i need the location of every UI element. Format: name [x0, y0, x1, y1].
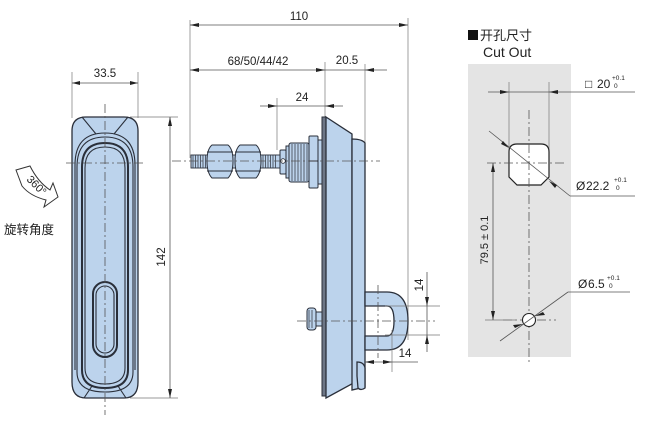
arrowhead	[399, 23, 408, 27]
stud-length-label: 68/50/44/42	[228, 56, 289, 68]
handle-bevel-line	[113, 116, 129, 135]
overall-length-label: 110	[290, 11, 308, 23]
mounting-nut	[308, 135, 323, 189]
arrowhead	[501, 141, 509, 148]
arrowhead	[425, 335, 429, 344]
arrowhead	[190, 68, 199, 72]
arrowhead	[491, 311, 495, 320]
arrowhead	[383, 360, 392, 364]
cutout-section: 开孔尺寸 Cut Out □ 20 +0.1 0 Ø 22.2 +0.1 0	[468, 29, 635, 362]
center-distance-label: 79.5 ± 0.1	[479, 216, 491, 265]
small-hole-leader	[499, 291, 569, 342]
side-view: 110 68/50/44/42 20.5 24	[172, 11, 440, 400]
main-hole-value: 22.2	[586, 179, 610, 193]
handle-bevel-line	[81, 116, 97, 135]
body-depth-label: 20.5	[336, 55, 358, 67]
filled-square-bullet-icon	[468, 30, 478, 40]
main-hole-tol-upper: +0.1	[614, 177, 627, 184]
small-hole-tol-upper: +0.1	[607, 275, 620, 282]
handle-groove	[81, 141, 129, 390]
small-hole-tol-lower: 0	[609, 283, 613, 290]
hook-offset-label: 14	[399, 348, 412, 360]
arrowhead	[513, 324, 523, 328]
square-tol-lower: 0	[614, 83, 618, 90]
front-view: 33.5 142	[66, 68, 178, 415]
arrowhead	[500, 90, 509, 94]
trigger-tab	[356, 361, 366, 391]
arrowhead	[268, 104, 277, 108]
cutout-panel	[468, 64, 571, 357]
latch-hook	[364, 291, 409, 351]
arrowhead	[365, 68, 374, 72]
main-hole-prefix: Ø	[576, 179, 585, 193]
square-tol-upper: +0.1	[612, 75, 625, 82]
rotation-indicator: 360° 旋转角度	[4, 165, 59, 237]
arrowhead	[325, 104, 334, 108]
handle-bevel-line	[117, 385, 127, 399]
arrowhead	[535, 312, 545, 316]
arrowhead	[72, 81, 80, 85]
arrowhead	[491, 163, 495, 172]
washer	[279, 145, 290, 179]
arrowhead	[190, 23, 199, 27]
front-height-label: 142	[156, 247, 168, 266]
arrowhead	[130, 81, 138, 85]
threaded-bushing	[288, 142, 310, 183]
handle-groove	[84, 146, 126, 385]
handle-bevel-line	[83, 385, 93, 399]
arrowhead	[316, 68, 325, 72]
hex-nut	[234, 144, 262, 179]
small-hole-prefix: Ø	[578, 277, 587, 291]
handle-side-cap	[351, 138, 366, 391]
rotation-caption: 旋转角度	[4, 222, 55, 237]
arrowhead	[549, 90, 558, 94]
rotate-arrow-icon	[15, 165, 59, 209]
cutout-heading-en: Cut Out	[483, 44, 531, 60]
square-value: 20	[597, 77, 611, 91]
front-width-label: 33.5	[94, 68, 116, 80]
arrowhead	[425, 297, 429, 306]
screw-head	[306, 307, 323, 331]
small-hole-value: 6.5	[588, 277, 605, 291]
arrowhead	[168, 389, 172, 398]
arrowhead	[549, 181, 557, 188]
thread-length-label: 24	[296, 92, 309, 104]
hook-height-label: 14	[414, 278, 426, 291]
main-hole-tol-lower: 0	[616, 185, 620, 192]
handle-groove	[76, 136, 134, 393]
square-prefix: □	[585, 77, 592, 91]
hex-nut	[206, 144, 234, 179]
arrowhead	[168, 117, 172, 126]
cutout-heading-cn: 开孔尺寸	[480, 29, 532, 44]
arrowhead	[365, 360, 374, 364]
